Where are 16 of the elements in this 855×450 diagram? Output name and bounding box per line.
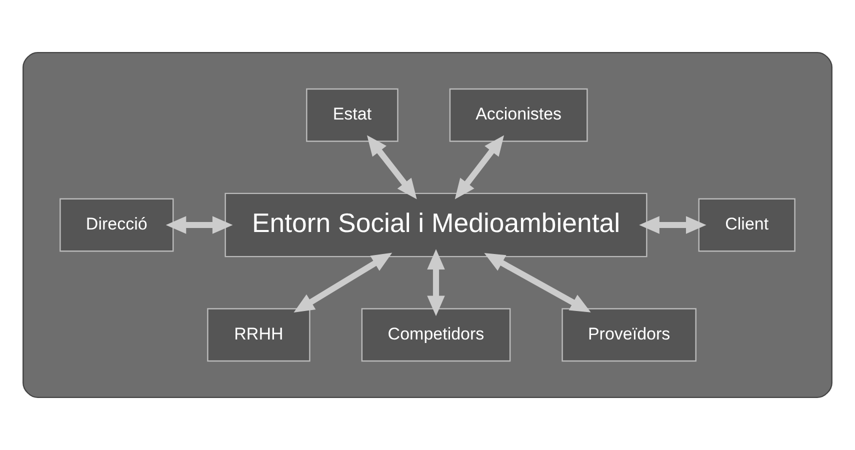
node-box: Accionistes [449,88,588,142]
arrow [454,135,504,200]
node-box: Client [698,198,796,252]
node-box: Direcció [60,198,174,252]
cluster [22,52,832,398]
arrow [294,252,392,312]
node-box: Competidors [361,308,511,362]
node-box: RRHH [207,308,310,362]
arrow [166,216,233,234]
node-box: Estat [306,88,398,142]
node-box: Proveïdors [562,308,696,362]
arrow [427,249,445,316]
arrow [639,216,706,234]
arrow [484,253,591,312]
arrow [367,135,417,200]
node-box: Entorn Social i Medioambiental [224,192,648,258]
